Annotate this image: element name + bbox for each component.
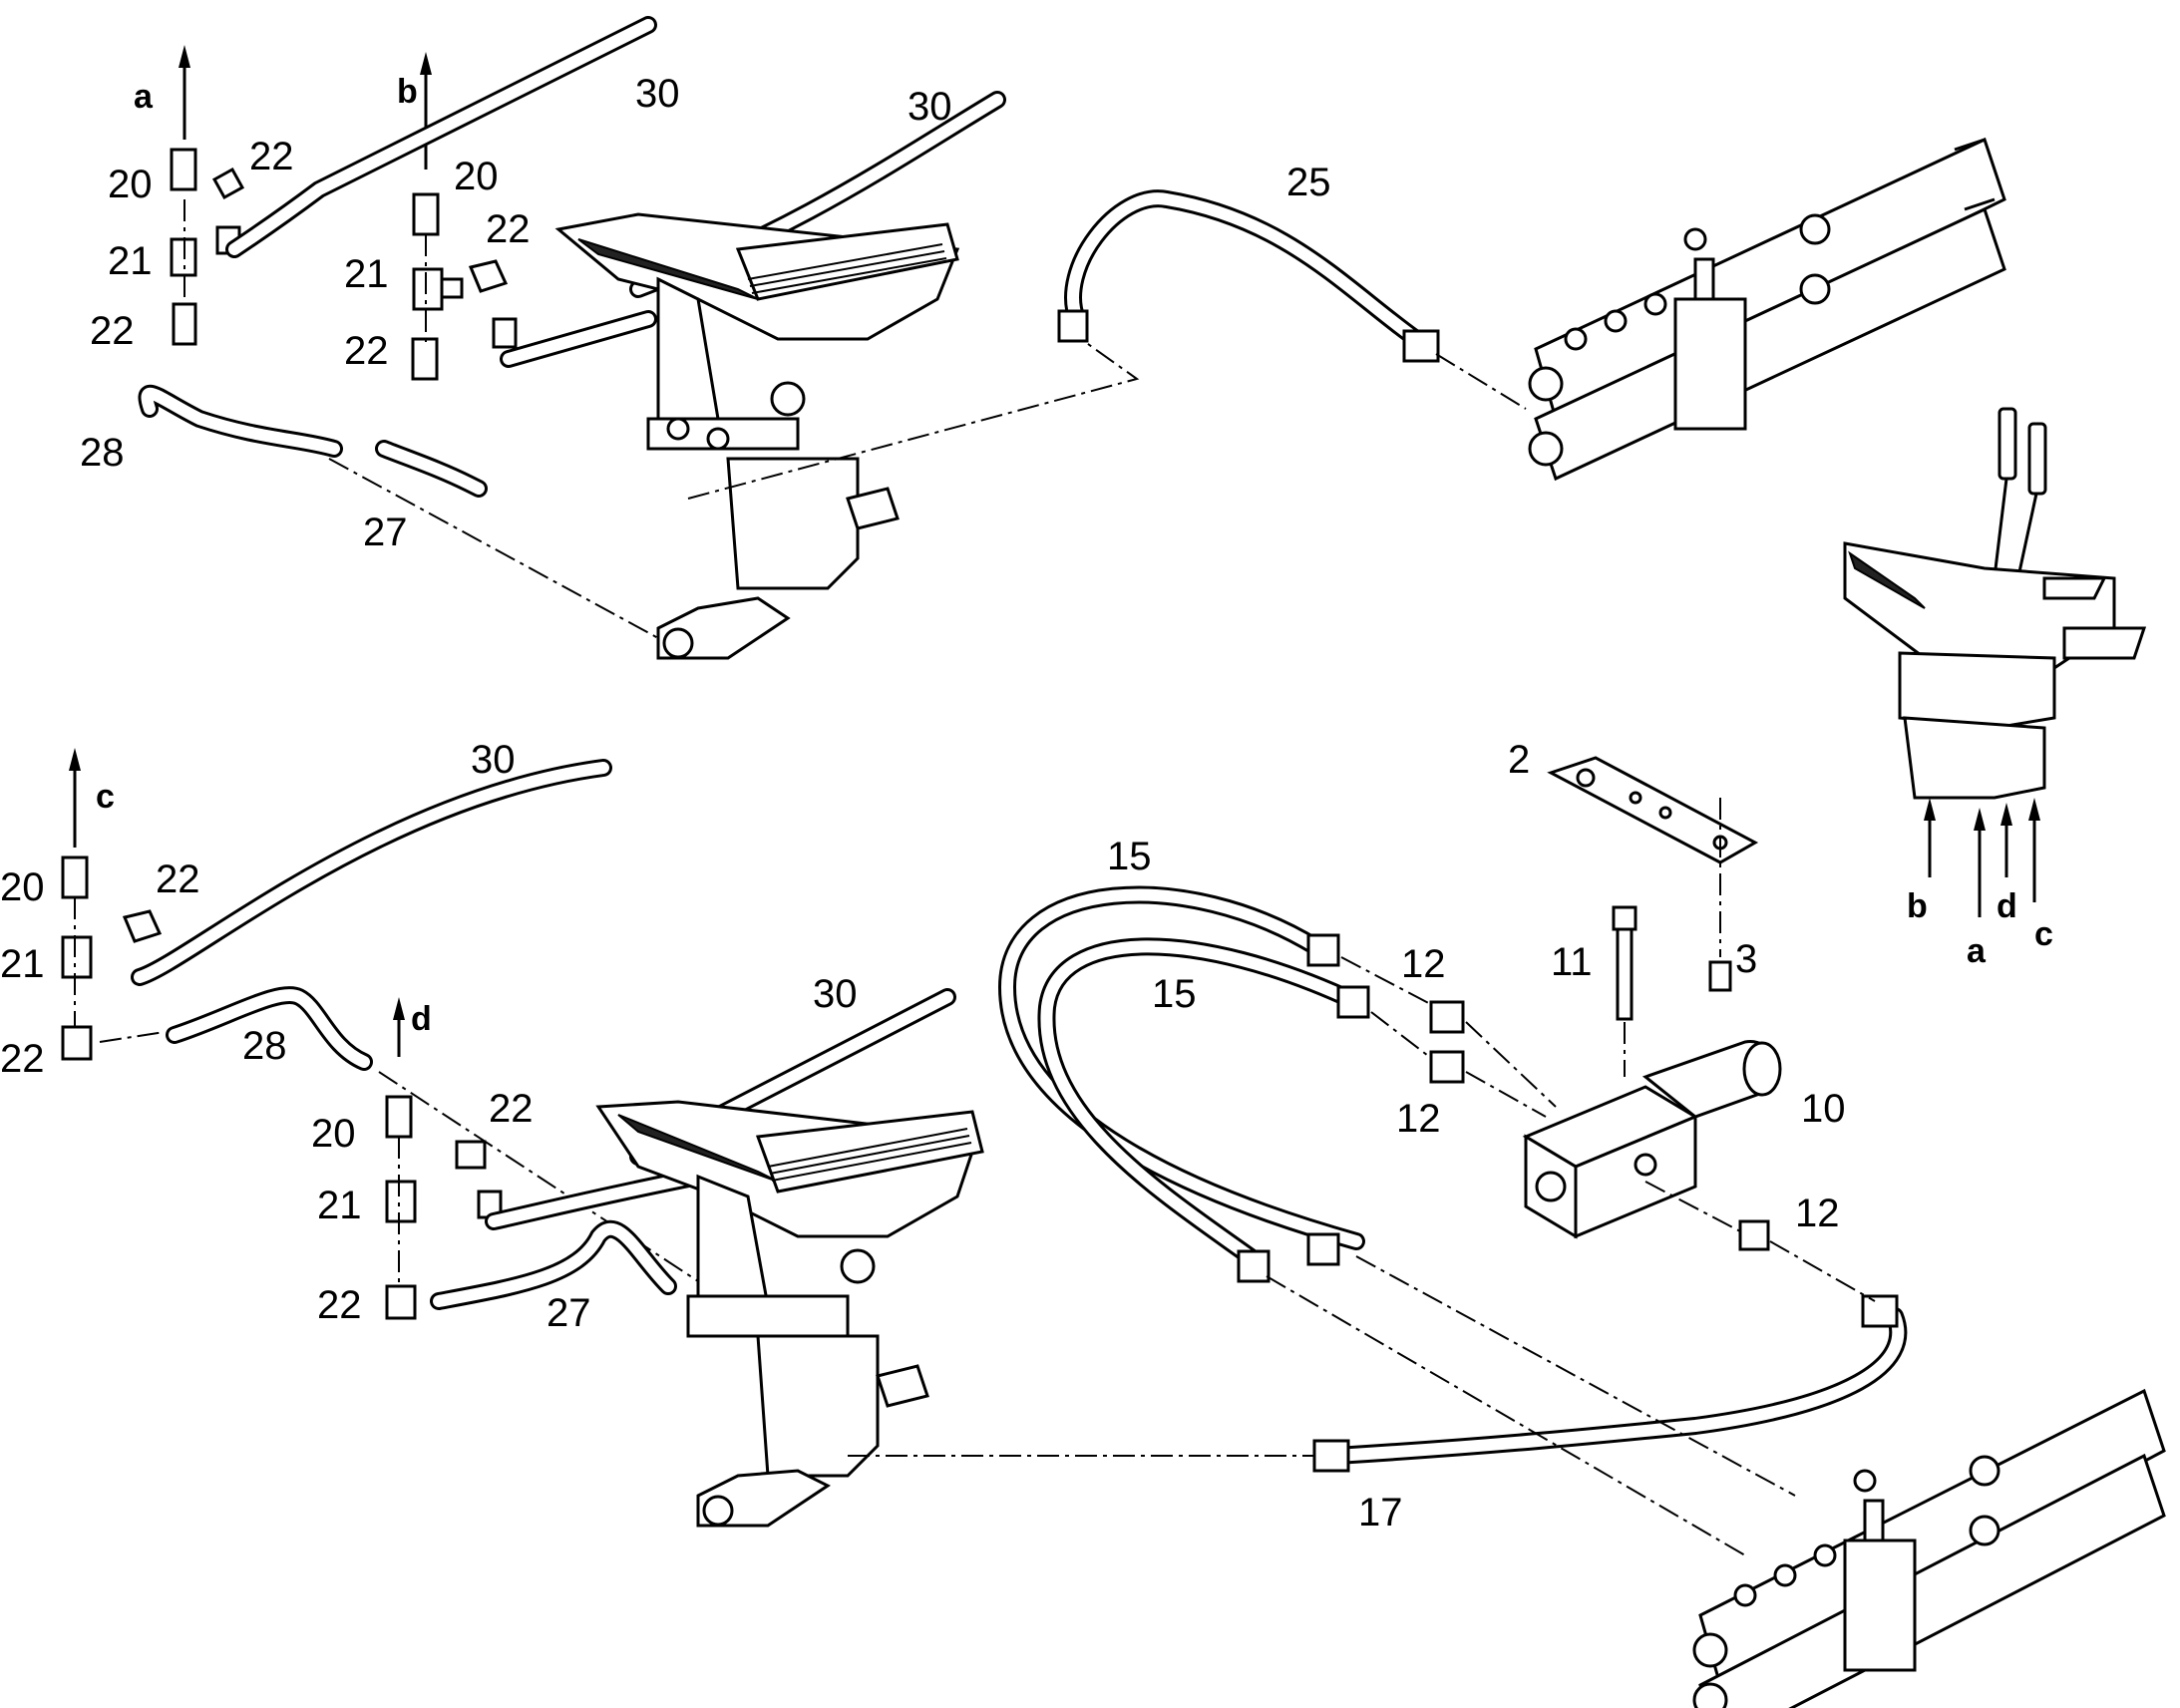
callout-20: 20	[454, 155, 499, 198]
callout-30: 30	[635, 72, 680, 116]
callout-21: 21	[317, 1184, 362, 1227]
top-right-valve-bank	[1528, 137, 2006, 482]
callout-20: 20	[108, 163, 153, 206]
bottom-pedal-assembly	[595, 988, 984, 1528]
callout-15: 15	[1107, 835, 1152, 878]
callout-12: 12	[1401, 942, 1446, 986]
callout-25: 25	[1286, 161, 1331, 204]
port-label-a: a	[134, 78, 154, 116]
callout-20: 20	[311, 1112, 356, 1156]
callout-22: 22	[0, 1037, 45, 1081]
bottom-left-fittings-d	[385, 997, 503, 1320]
inset-port-label-d: d	[1997, 887, 2017, 925]
callout-10: 10	[1801, 1087, 1846, 1131]
port-label-d: d	[411, 1000, 432, 1038]
callout-15: 15	[1152, 972, 1197, 1016]
callout-22: 22	[486, 207, 531, 251]
inset-port-label-b: b	[1907, 887, 1928, 925]
callout-20: 20	[0, 865, 45, 909]
callout-3: 3	[1735, 937, 1757, 981]
callout-22: 22	[344, 329, 389, 373]
callout-22: 22	[249, 135, 294, 178]
callout-22: 22	[156, 857, 200, 901]
callout-12: 12	[1795, 1192, 1840, 1235]
port-label-b: b	[397, 73, 418, 111]
plate-bolt-screw	[1547, 756, 1759, 1077]
inset-port-label-a: a	[1967, 932, 1987, 970]
inset-port-label-c: c	[2034, 915, 2053, 953]
callout-28: 28	[80, 431, 125, 475]
top-left-fittings-b	[411, 52, 518, 381]
callout-21: 21	[0, 942, 45, 986]
callout-22: 22	[489, 1087, 534, 1131]
callout-22: 22	[317, 1283, 362, 1327]
top-left-fittings-a	[170, 45, 245, 346]
callout-21: 21	[344, 252, 389, 296]
callout-28: 28	[242, 1024, 287, 1068]
port-label-c: c	[96, 778, 115, 816]
callout-12: 12	[1396, 1097, 1441, 1141]
callout-30: 30	[908, 85, 952, 129]
callout-21: 21	[108, 239, 153, 283]
inset-pedal-assembly	[1843, 407, 2147, 917]
callout-22: 22	[90, 309, 135, 353]
callout-30: 30	[813, 972, 858, 1016]
callout-11: 11	[1551, 940, 1593, 984]
callout-27: 27	[546, 1291, 591, 1335]
callout-17: 17	[1358, 1491, 1403, 1535]
valve-block-10	[1522, 1040, 1782, 1239]
callout-2: 2	[1508, 738, 1530, 782]
bottom-right-valve-bank	[1692, 1388, 2166, 1708]
callout-30: 30	[471, 738, 516, 782]
callout-27: 27	[363, 511, 408, 554]
bottom-left-fittings-c	[61, 748, 163, 1061]
fittings-12	[1429, 1000, 1876, 1302]
top-pedal-assembly	[554, 212, 960, 660]
